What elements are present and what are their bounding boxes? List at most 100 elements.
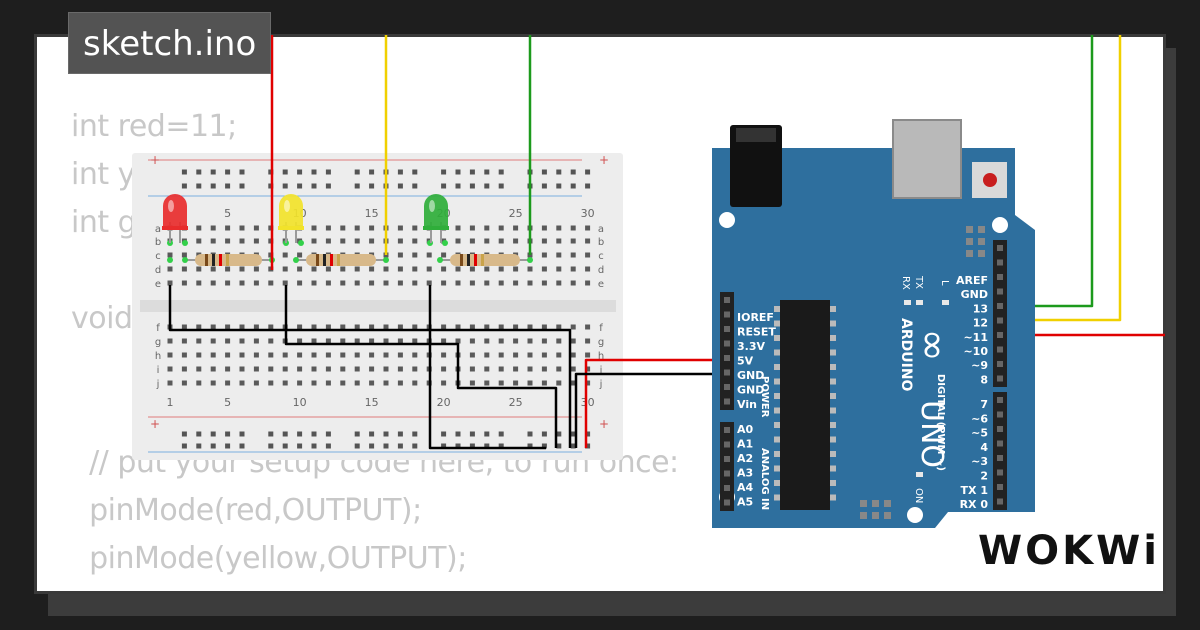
file-tab[interactable]: sketch.ino (68, 12, 272, 74)
connection-dot (167, 257, 173, 263)
code-line[interactable]: void (71, 301, 133, 336)
breadboard-hole (498, 266, 504, 272)
digital-pin-label: TX 1 (961, 484, 988, 497)
row-label: e (598, 279, 604, 290)
rail-hole (469, 431, 475, 437)
breadboard-hole (513, 338, 519, 344)
breadboard-hole (253, 225, 259, 231)
code-line[interactable]: int red=11; (71, 109, 237, 144)
icsp-pin (978, 238, 985, 245)
column-label: 25 (509, 396, 523, 409)
connection-dot (182, 240, 188, 246)
breadboard-hole (556, 324, 562, 330)
breadboard-hole (311, 266, 317, 272)
column-label: 15 (365, 207, 379, 220)
chip-pin (774, 335, 780, 341)
header-pin (724, 340, 730, 347)
plus-label: + (599, 417, 609, 431)
breadboard-hole (297, 324, 303, 330)
breadboard-hole (196, 266, 202, 272)
row-label: c (598, 251, 604, 262)
breadboard-hole (412, 338, 418, 344)
breadboard-hole (527, 338, 533, 344)
breadboard-hole (196, 324, 202, 330)
breadboard-hole (397, 225, 403, 231)
breadboard-hole (325, 380, 331, 386)
rail-hole (369, 443, 375, 449)
rail-hole (541, 183, 547, 189)
rail-hole (541, 431, 547, 437)
breadboard-hole (268, 352, 274, 358)
icsp-pin (872, 512, 879, 519)
led-rim (423, 226, 449, 230)
digital-pin-label: ~6 (971, 412, 988, 425)
column-label: 15 (365, 396, 379, 409)
breadboard-hole (253, 352, 259, 358)
breadboard-hole (484, 352, 490, 358)
row-label: i (157, 365, 160, 376)
rail-hole (297, 169, 303, 175)
code-line[interactable]: pinMode(red,OUTPUT); (71, 493, 422, 528)
rail-hole (369, 183, 375, 189)
breadboard-hole (441, 266, 447, 272)
breadboard-hole (498, 338, 504, 344)
rail-hole (311, 169, 317, 175)
breadboard-hole (340, 238, 346, 244)
breadboard-hole (181, 352, 187, 358)
rail-hole (210, 183, 216, 189)
rail-hole (469, 169, 475, 175)
header-pin (724, 384, 730, 390)
breadboard-hole (253, 338, 259, 344)
breadboard-hole (239, 352, 245, 358)
digital-pin-label: RX 0 (960, 498, 989, 511)
breadboard-hole (340, 280, 346, 286)
rail-hole (527, 431, 533, 437)
resistor-band (226, 254, 229, 266)
breadboard-hole (527, 366, 533, 372)
code-line[interactable]: int g (71, 205, 137, 240)
analog-pin-label: A2 (737, 452, 753, 465)
wire-yellow (1005, 35, 1122, 322)
chip-pin (830, 364, 836, 370)
breadboard-hole (441, 338, 447, 344)
row-label: f (156, 323, 160, 334)
digital-pin-label: GND (961, 288, 988, 301)
code-line[interactable]: pinMode(green,OUTPUT); (71, 589, 459, 591)
breadboard-hole (167, 280, 173, 286)
breadboard-hole (556, 352, 562, 358)
rail-hole (239, 183, 245, 189)
rail-hole (484, 431, 490, 437)
chip-pin (830, 436, 836, 443)
header-pin (997, 303, 1003, 309)
column-label: 1 (167, 396, 174, 409)
breadboard-hole (354, 266, 360, 272)
power-pin-label: 5V (737, 355, 754, 368)
breadboard-hole (441, 352, 447, 358)
breadboard-hole (239, 380, 245, 386)
breadboard-hole (354, 225, 360, 231)
breadboard-hole (282, 280, 288, 286)
code-line[interactable]: pinMode(yellow,OUTPUT); (71, 541, 467, 576)
icsp-pin (872, 500, 879, 507)
rail-hole (210, 169, 216, 175)
rail-hole (527, 443, 533, 449)
breadboard-hole (325, 238, 331, 244)
rail-hole (325, 443, 331, 449)
rail-hole (239, 431, 245, 437)
rail-hole (441, 443, 447, 449)
breadboard-hole (441, 366, 447, 372)
connection-dot (527, 257, 533, 263)
led-body (424, 194, 448, 228)
breadboard-hole (556, 252, 562, 258)
led-rim (278, 226, 304, 230)
breadboard-hole (527, 380, 533, 386)
breadboard-hole (556, 366, 562, 372)
rail-hole (570, 431, 576, 437)
breadboard-hole (412, 380, 418, 386)
breadboard-hole (268, 324, 274, 330)
breadboard-hole (484, 380, 490, 386)
breadboard-hole (311, 280, 317, 286)
rail-hole (455, 183, 461, 189)
code-line[interactable]: int y (71, 157, 135, 192)
breadboard-hole (556, 225, 562, 231)
